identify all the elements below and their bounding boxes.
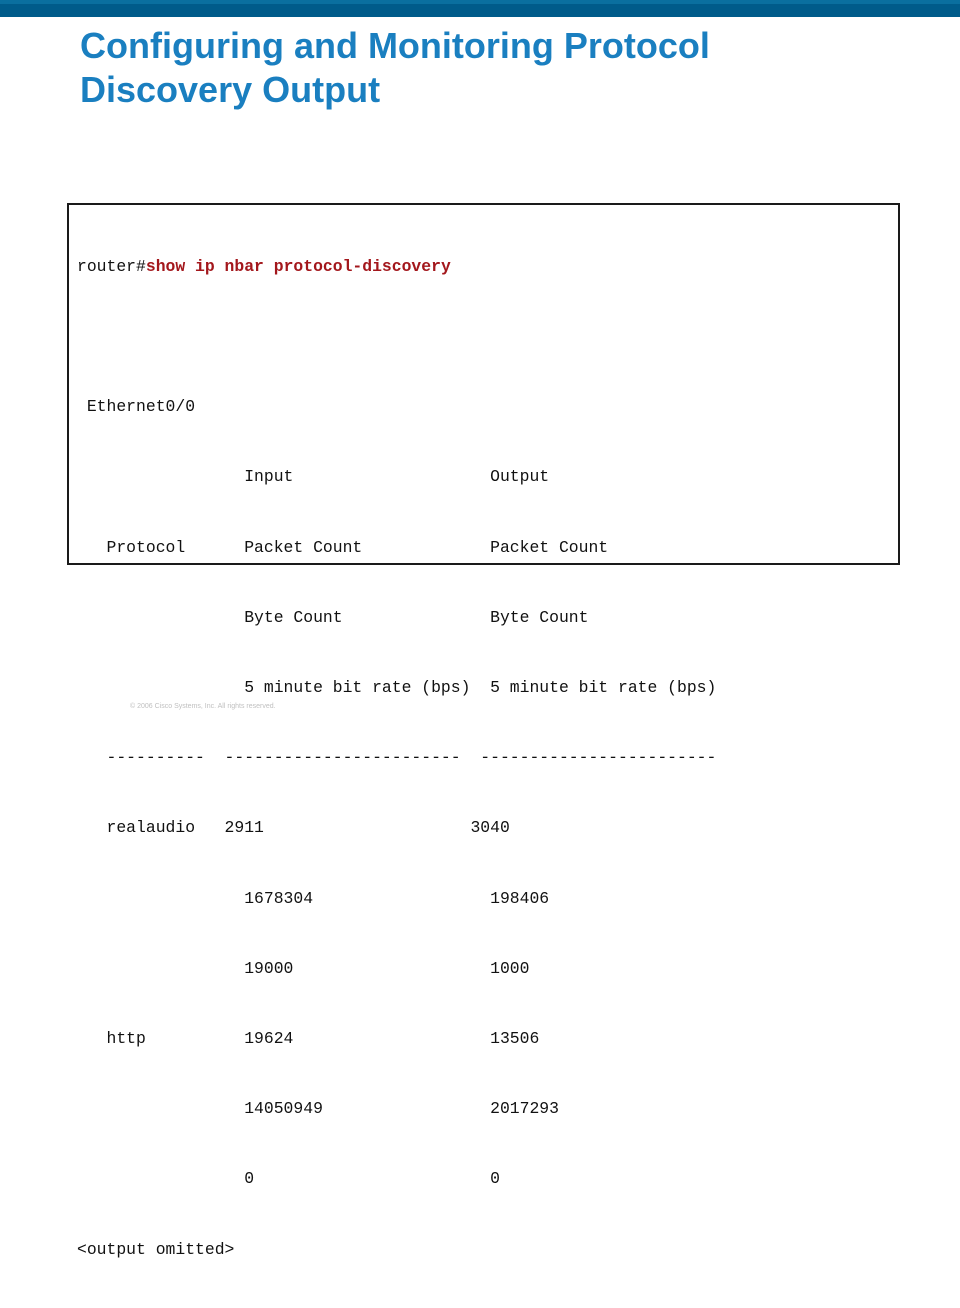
command-prompt: router# <box>77 256 146 276</box>
command-text: show ip nbar protocol-discovery <box>145 256 451 276</box>
terminal-lines: router#show ip nbar protocol-discovery E… <box>77 208 716 1308</box>
header-bar-accent <box>0 0 960 4</box>
output-line: realaudio 2911 3040 <box>77 818 510 838</box>
copyright-footer: © 2006 Cisco Systems, Inc. All rights re… <box>130 703 276 710</box>
output-line: 1678304 198406 <box>77 888 550 908</box>
title-line-2: Discovery Output <box>80 69 381 110</box>
output-line: 5 minute bit rate (bps) 5 minute bit rat… <box>77 678 717 698</box>
output-line: Input Output <box>77 467 550 487</box>
output-line: http 19624 13506 <box>77 1029 540 1049</box>
header-bar <box>0 0 960 17</box>
terminal-output-box: router#show ip nbar protocol-discovery E… <box>67 203 900 1259</box>
output-line <box>77 325 716 348</box>
command-line: router#show ip nbar protocol-discovery <box>77 255 716 278</box>
output-line: ---------- ------------------------ ----… <box>77 748 717 768</box>
output-line: 19000 1000 <box>77 958 530 978</box>
output-line: Protocol Packet Count Packet Count <box>77 537 609 557</box>
title-line-1: Configuring and Monitoring Protocol <box>80 25 710 66</box>
output-line: 14050949 2017293 <box>77 1099 559 1119</box>
slide-title: Configuring and Monitoring Protocol Disc… <box>80 24 940 112</box>
output-line: Ethernet0/0 <box>77 397 196 417</box>
output-line: Byte Count Byte Count <box>77 607 589 627</box>
output-line: <output omitted> <box>77 1239 235 1259</box>
output-line: 0 0 <box>77 1169 500 1189</box>
